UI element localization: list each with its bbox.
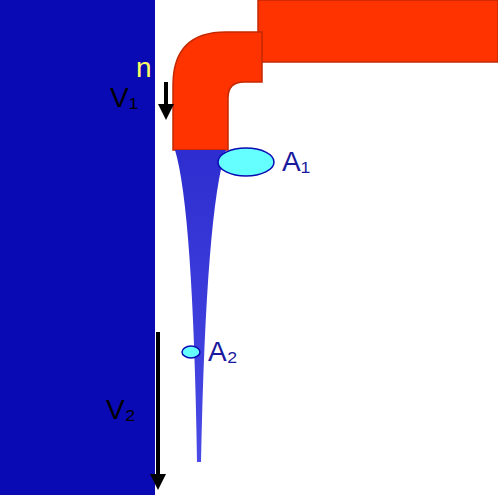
velocity-label: V₂ (106, 396, 136, 424)
velocity-label: V₁ (110, 84, 138, 112)
area-label: A₁ (282, 148, 310, 176)
velocity-arrow (164, 82, 168, 112)
white-panel (155, 0, 498, 495)
area-label: A₂ (208, 338, 238, 366)
area-ellipse (182, 346, 200, 358)
cut-word: n (136, 54, 152, 82)
horizontal-pipe (258, 0, 498, 62)
area-ellipse (218, 148, 274, 176)
velocity-arrow (156, 332, 160, 482)
faucet-elbow (173, 32, 262, 150)
water-stream (175, 150, 226, 462)
